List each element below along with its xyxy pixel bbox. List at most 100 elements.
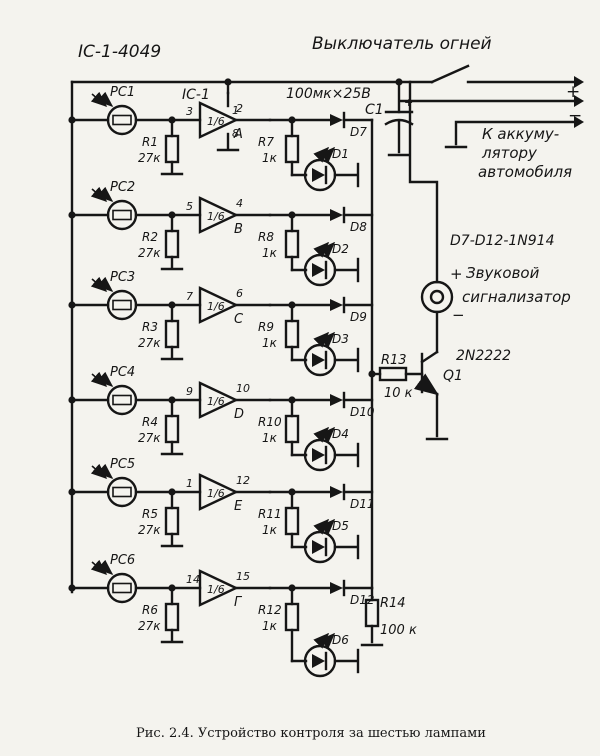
pulldown-resistor-5 <box>164 506 180 536</box>
left-rail-junction <box>68 116 76 124</box>
pulldown-resistor-2 <box>164 229 180 259</box>
battery-label-line3: автомобиля <box>478 163 572 181</box>
photocell-label-5: PC5 <box>110 457 135 472</box>
bus-to-r13-junction <box>368 370 376 378</box>
gate-in-pin-5: 1 <box>186 477 193 490</box>
pulldown-resistor-6 <box>164 602 180 632</box>
led-4-symbol <box>312 448 325 462</box>
gate-b-fraction: 1/6 <box>207 210 225 223</box>
pulldown-name-2: R2 <box>142 230 158 244</box>
diode-label-6: D12 <box>350 593 375 607</box>
r14-body <box>364 598 380 628</box>
led-3-symbol <box>312 353 325 367</box>
photocell-label-3: PC3 <box>110 270 135 285</box>
photocell-4-light-arrow <box>96 371 114 388</box>
pulldown-value-3: 27к <box>138 336 161 350</box>
photocell-5 <box>106 476 138 508</box>
photocell-label-6: PC6 <box>110 553 135 568</box>
gate-letter-1: A <box>233 127 243 142</box>
led-res-name-2: R8 <box>258 230 274 244</box>
led-res-name-6: R12 <box>258 603 282 617</box>
gate-out-pin-1: 2 <box>236 102 243 115</box>
photocell-1-light-arrow <box>96 91 114 108</box>
led-5-symbol <box>312 540 325 554</box>
led-res-name-4: R10 <box>258 415 282 429</box>
pulldown-name-4: R4 <box>142 415 158 429</box>
gate-out-pin-5: 12 <box>236 474 250 487</box>
gate-in-pin-2: 5 <box>186 200 193 213</box>
led-junction <box>288 211 296 219</box>
ic-type-label: IC-1-4049 <box>78 42 161 62</box>
gate-in-pin-6: 14 <box>186 573 200 586</box>
left-rail-junction <box>68 396 76 404</box>
led-resistor-1 <box>284 134 300 164</box>
led-1-emit-arrow <box>319 146 336 163</box>
diode-5 <box>330 486 343 498</box>
q1-collector <box>420 350 439 364</box>
diode-2 <box>330 209 343 221</box>
photocell-4 <box>106 384 138 416</box>
diode-label-2: D8 <box>350 220 367 234</box>
gate-in-pin-1: 3 <box>186 105 193 118</box>
gate-letter-3: C <box>234 312 244 327</box>
led-res-value-3: 1к <box>262 336 278 350</box>
photocell-6 <box>106 572 138 604</box>
light-switch-blade <box>430 64 470 84</box>
q1-emitter <box>413 373 439 396</box>
left-rail-junction <box>68 584 76 592</box>
diode-6 <box>330 582 343 594</box>
minus-sign: − <box>568 106 582 126</box>
gate-letter-6: Г <box>234 595 243 610</box>
pin-8-label: 8 <box>232 127 239 140</box>
photocell-5-light-arrow <box>96 463 114 480</box>
pulldown-junction <box>168 584 176 592</box>
photocell-1-element <box>112 114 132 126</box>
buzzer-plus-sign: + <box>450 265 463 283</box>
led-6-emit-arrow <box>319 632 336 649</box>
led-res-value-1: 1к <box>262 151 278 165</box>
pulldown-value-6: 27к <box>138 619 161 633</box>
gate-g <box>198 569 239 607</box>
gate-in-pin-4: 9 <box>186 385 193 398</box>
diode-3 <box>330 299 343 311</box>
buzzer-supply-wire <box>408 80 439 284</box>
ic-instance-label: IC-1 <box>182 87 210 103</box>
photocell-4-element <box>112 394 132 406</box>
led-3-emit-arrow <box>319 331 336 348</box>
led-label-4: D4 <box>332 427 349 441</box>
gate-e-fraction: 1/6 <box>207 487 225 500</box>
led-junction <box>288 396 296 404</box>
photocell-3 <box>106 289 138 321</box>
gate-d <box>198 381 239 419</box>
q1-type-label: 2N2222 <box>456 348 511 364</box>
led-resistor-3 <box>284 319 300 349</box>
led-res-name-1: R7 <box>258 135 274 149</box>
gate-g-fraction: 1/6 <box>207 583 225 596</box>
diode-label-3: D9 <box>350 310 367 324</box>
photocell-2-light-arrow <box>96 186 114 203</box>
photocell-3-light-arrow <box>96 276 114 293</box>
c1-label: C1 <box>365 102 384 118</box>
photocell-label-1: PC1 <box>110 85 135 100</box>
c1-value: 100мк×25В <box>286 86 371 102</box>
diode-label-1: D7 <box>350 125 367 139</box>
left-rail-junction <box>68 488 76 496</box>
led-junction <box>288 488 296 496</box>
led-label-3: D3 <box>332 332 349 346</box>
gate-a-fraction: 1/6 <box>207 115 225 128</box>
label-layer: IC-1-4049 Выключатель огней К аккуму- ля… <box>78 34 582 741</box>
gate-out-pin-6: 15 <box>236 570 250 583</box>
led-res-value-6: 1к <box>262 619 278 633</box>
led-label-2: D2 <box>332 242 349 256</box>
photocell-label-2: PC2 <box>110 180 135 195</box>
supply-pin-junction <box>224 78 232 86</box>
gate-a <box>198 101 239 139</box>
led-label-5: D5 <box>332 519 349 533</box>
buzzer-label-line2: сигнализатор <box>462 288 571 306</box>
led-res-name-5: R11 <box>258 507 282 521</box>
light-switch-label: Выключатель огней <box>312 34 492 54</box>
led-4-emit-arrow <box>319 426 336 443</box>
diode-4 <box>330 394 343 406</box>
gate-out-pin-3: 6 <box>236 287 243 300</box>
